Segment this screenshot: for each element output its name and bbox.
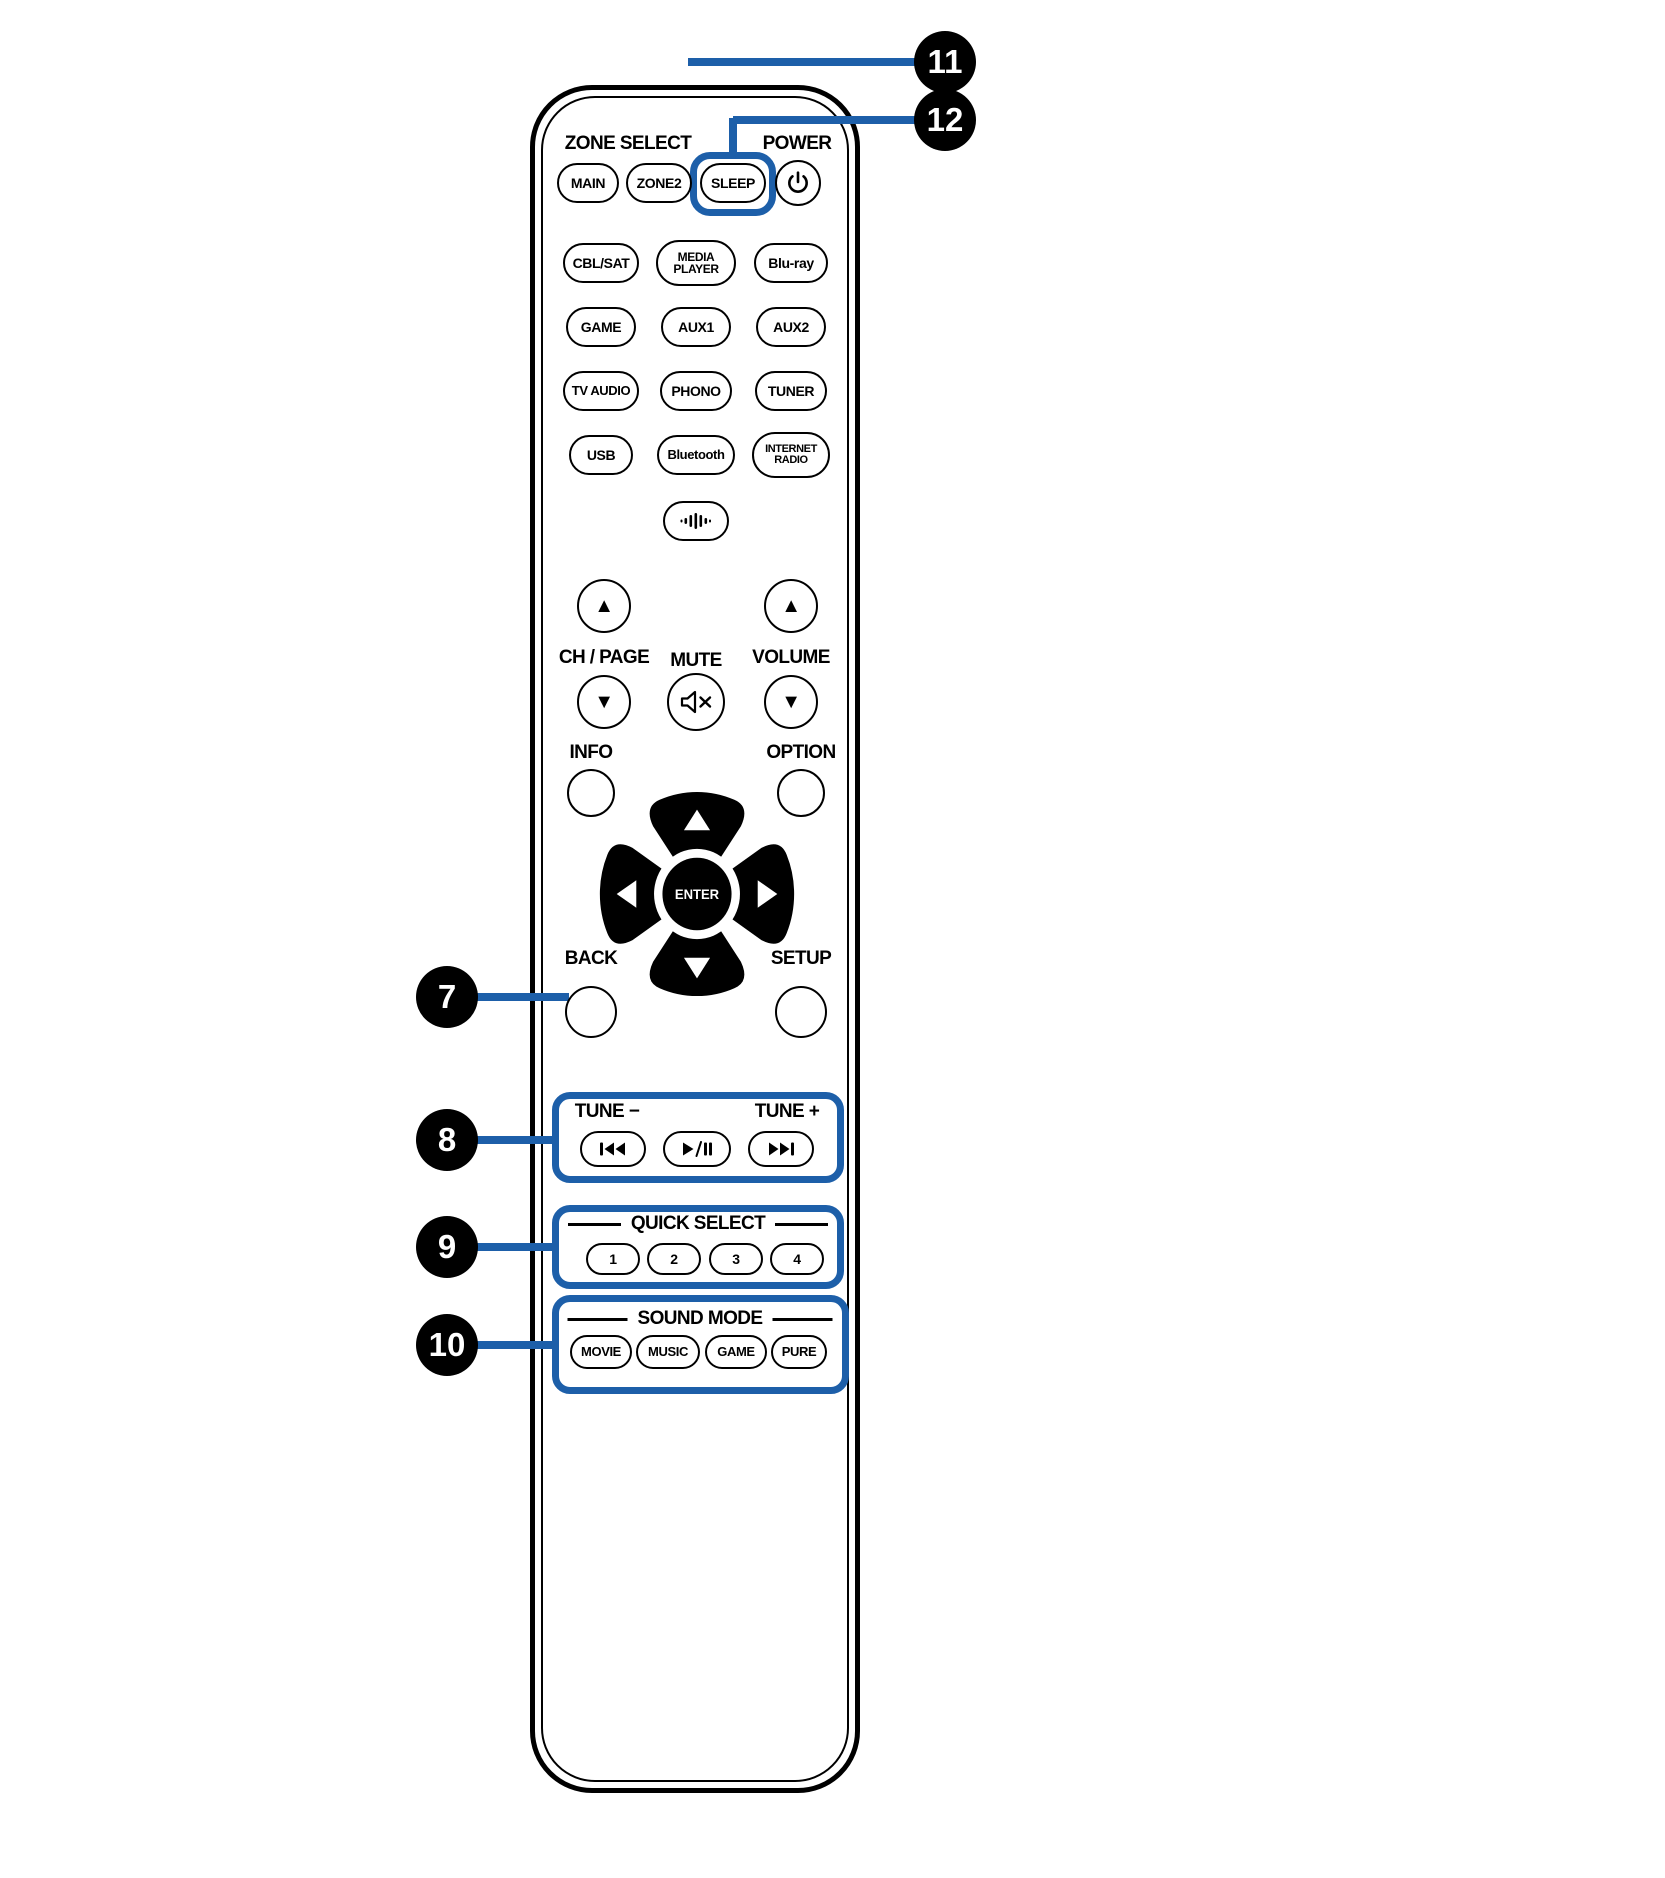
tuner-button[interactable]: TUNER	[755, 371, 827, 411]
cbl-sat-button[interactable]: CBL/SAT	[563, 243, 639, 283]
cursor-left-button[interactable]	[599, 844, 697, 944]
cursor-up-button[interactable]	[649, 791, 745, 894]
up-triangle-icon: ▲	[781, 595, 801, 617]
aux1-button[interactable]: AUX1	[661, 307, 731, 347]
audio-signal-button[interactable]	[663, 501, 729, 541]
skip-back-button[interactable]	[580, 1131, 646, 1167]
back-label: BACK	[564, 948, 618, 969]
skip-back-icon	[600, 1142, 625, 1156]
sound-mode-label: SOUND MODE	[637, 1308, 764, 1329]
callout-8-badge: 8	[416, 1109, 478, 1171]
callout-10-badge: 10	[416, 1314, 478, 1376]
quick-select-rule-right	[775, 1222, 829, 1226]
quick-select-1-button[interactable]: 1	[586, 1243, 640, 1275]
zone2-button[interactable]: ZONE2	[626, 163, 692, 203]
cursor-right-icon	[757, 880, 778, 908]
aux2-button[interactable]: AUX2	[756, 307, 826, 347]
quick-select-rule-left	[568, 1222, 621, 1226]
tv-audio-button[interactable]: TV AUDIO	[563, 371, 639, 411]
volume-label: VOLUME	[752, 647, 830, 668]
sound-mode-rule-left	[567, 1317, 628, 1321]
callout-9-badge: 9	[416, 1216, 478, 1278]
quick-select-4-button[interactable]: 4	[770, 1243, 824, 1275]
skip-forward-icon	[769, 1142, 794, 1156]
pure-button[interactable]: PURE	[771, 1335, 827, 1369]
setup-label: SETUP	[770, 948, 832, 969]
sound-mode-rule-right	[772, 1317, 833, 1321]
cursor-down-icon	[683, 957, 711, 979]
callout-11-line	[688, 58, 945, 66]
down-triangle-icon: ▼	[594, 691, 614, 713]
mute-label: MUTE	[670, 650, 722, 671]
cursor-left-icon	[616, 880, 637, 908]
callout-12-badge: 12	[914, 89, 976, 151]
setup-button[interactable]	[775, 986, 827, 1038]
channel-page-down-button[interactable]: ▼	[577, 675, 631, 729]
callout-10-line	[449, 1341, 559, 1349]
sleep-button-highlight	[690, 152, 776, 216]
usb-button[interactable]: USB	[569, 435, 633, 475]
info-button[interactable]	[567, 769, 615, 817]
bluetooth-button[interactable]: Bluetooth	[657, 435, 735, 475]
play-pause-button[interactable]	[663, 1131, 731, 1167]
enter-button[interactable]	[662, 857, 732, 931]
callout-7-line	[449, 993, 569, 1001]
game-button[interactable]: GAME	[566, 307, 636, 347]
channel-page-up-button[interactable]: ▲	[577, 579, 631, 633]
cursor-up-icon	[683, 809, 711, 831]
movie-button[interactable]: MOVIE	[570, 1335, 632, 1369]
callout-11-badge: 11	[914, 31, 976, 93]
quick-select-header: QUICK SELECT	[568, 1213, 829, 1235]
internet-radio-button[interactable]: INTERNET RADIO	[752, 432, 830, 478]
callout-7-badge: 7	[416, 966, 478, 1028]
quick-select-3-button[interactable]: 3	[709, 1243, 763, 1275]
option-label: OPTION	[766, 742, 836, 763]
cursor-down-button[interactable]	[649, 894, 745, 997]
phono-button[interactable]: PHONO	[660, 371, 732, 411]
remote-inner-outline	[541, 96, 849, 1782]
quick-select-label: QUICK SELECT	[630, 1213, 766, 1234]
power-button[interactable]	[775, 160, 821, 206]
up-triangle-icon: ▲	[594, 595, 614, 617]
blu-ray-button[interactable]: Blu-ray	[754, 243, 828, 283]
game-sound-mode-button[interactable]: GAME	[705, 1335, 767, 1369]
main-button[interactable]: MAIN	[557, 163, 619, 203]
volume-down-button[interactable]: ▼	[764, 675, 818, 729]
zone-select-label: ZONE SELECT	[564, 133, 692, 154]
power-label: POWER	[762, 133, 832, 154]
tune-minus-label: TUNE −	[574, 1101, 640, 1122]
mute-button[interactable]	[667, 673, 725, 731]
media-player-button[interactable]: MEDIA PLAYER	[656, 240, 736, 286]
enter-label: ENTER	[675, 887, 720, 902]
volume-up-button[interactable]: ▲	[764, 579, 818, 633]
cursor-right-button[interactable]	[697, 844, 795, 944]
power-icon	[788, 171, 808, 193]
quick-select-2-button[interactable]: 2	[647, 1243, 701, 1275]
skip-forward-button[interactable]	[748, 1131, 814, 1167]
ch-page-label: CH / PAGE	[558, 647, 650, 668]
sleep-button[interactable]: SLEEP	[700, 163, 766, 203]
sound-mode-header: SOUND MODE	[567, 1308, 833, 1330]
callout-12-line-vertical	[729, 118, 737, 158]
callout-8-line	[449, 1136, 559, 1144]
down-triangle-icon: ▼	[781, 691, 801, 713]
info-label: INFO	[569, 742, 614, 763]
tune-plus-label: TUNE +	[754, 1101, 820, 1122]
mute-icon	[680, 690, 712, 714]
audio-signal-icon	[680, 513, 711, 529]
cursor-pad: ENTER	[599, 791, 795, 997]
play-pause-icon	[683, 1141, 712, 1157]
music-button[interactable]: MUSIC	[636, 1335, 700, 1369]
callout-12-line-horizontal	[733, 116, 945, 124]
callout-9-line	[449, 1243, 559, 1251]
option-button[interactable]	[777, 769, 825, 817]
back-button[interactable]	[565, 986, 617, 1038]
